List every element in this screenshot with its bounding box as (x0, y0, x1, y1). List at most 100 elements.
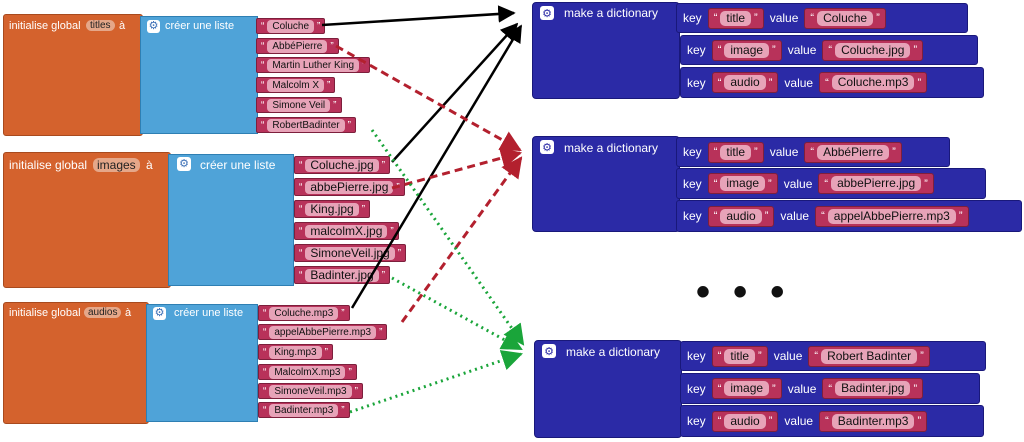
dictionary-pair[interactable]: key “audio” value “Badinter.mp3” (680, 405, 984, 437)
item-text: Coluche.mp3 (269, 306, 339, 320)
list-item[interactable]: “Badinter.mp3” (258, 402, 350, 418)
value-label: value (783, 176, 813, 191)
list-item[interactable]: “SimoneVeil.mp3” (258, 383, 363, 399)
key-text: audio (724, 75, 766, 90)
value-string[interactable]: “AbbéPierre” (804, 141, 902, 163)
key-text: audio (720, 208, 762, 224)
dictionary-pair[interactable]: key “image” value “abbePierre.jpg” (676, 168, 986, 199)
list-item[interactable]: “King.mp3” (258, 344, 333, 360)
item-text: MalcolmX.mp3 (269, 365, 346, 379)
item-text: RobertBadinter (267, 118, 345, 132)
dictionary-block[interactable] (532, 2, 680, 99)
list-item[interactable]: “appelAbbePierre.mp3” (258, 324, 388, 340)
value-string[interactable]: “Badinter.mp3” (819, 410, 928, 432)
key-string[interactable]: “title” (707, 141, 764, 163)
value-string[interactable]: “Coluche.mp3” (819, 72, 928, 93)
gear-icon[interactable]: ⚙ (153, 307, 166, 320)
value-text: AbbéPierre (817, 144, 890, 160)
key-string[interactable]: “title” (707, 7, 764, 29)
item-text: Simone Veil (267, 98, 331, 112)
create-list-block[interactable] (146, 304, 258, 422)
item-text: Coluche.jpg (305, 158, 379, 172)
item-text: AbbéPierre (267, 39, 328, 53)
list-item[interactable]: “MalcolmX.mp3” (258, 364, 357, 380)
dictionary-pair[interactable]: key “title” value “Coluche” (676, 3, 968, 33)
arrow-audio-to-dict1 (350, 24, 523, 309)
key-label: key (687, 349, 706, 363)
item-text: King.mp3 (269, 345, 322, 359)
key-string[interactable]: “audio” (707, 205, 775, 227)
key-label: key (683, 11, 702, 25)
dictionary-pair[interactable]: key “audio” value “appelAbbePierre.mp3” (676, 200, 1022, 232)
dictionary-pair[interactable]: key “image” value “Badinter.jpg” (680, 373, 980, 404)
value-string[interactable]: “Badinter.jpg” (822, 378, 924, 399)
value-string[interactable]: “Robert Badinter” (808, 345, 930, 367)
dictionary-label: make a dictionary (566, 345, 661, 359)
gear-icon[interactable]: ⚙ (540, 6, 554, 20)
gear-icon[interactable]: ⚙ (177, 157, 191, 171)
variable-name[interactable]: audios (84, 307, 122, 318)
list-item[interactable]: “Coluche” (256, 18, 326, 34)
create-list-block[interactable] (140, 16, 258, 134)
dictionary-block[interactable] (534, 340, 682, 438)
gear-icon[interactable]: ⚙ (147, 20, 160, 33)
init-global-block[interactable] (3, 302, 149, 424)
key-string[interactable]: “image” (711, 39, 782, 61)
list-item[interactable]: “Badinter.jpg” (294, 266, 391, 284)
create-list-label: créer une liste (200, 158, 276, 172)
list-item[interactable]: “SimoneVeil.jpg” (294, 244, 407, 262)
init-global-label: initialise global (9, 158, 88, 172)
item-text: Badinter.mp3 (269, 403, 339, 417)
value-label: value (784, 75, 814, 90)
key-string[interactable]: “audio” (711, 410, 779, 432)
key-label: key (683, 209, 702, 223)
variable-name[interactable]: images (93, 158, 140, 172)
create-list-block[interactable] (168, 154, 294, 286)
list-item[interactable]: “abbePierre.jpg” (294, 178, 405, 196)
key-string[interactable]: “audio” (711, 72, 779, 93)
key-string[interactable]: “image” (711, 378, 782, 399)
dictionary-pair[interactable]: key “audio” value “Coluche.mp3” (680, 67, 984, 98)
value-string[interactable]: “Coluche.jpg” (822, 39, 924, 61)
value-string[interactable]: “appelAbbePierre.mp3” (815, 205, 969, 227)
arrow-audio-to-dict3 (349, 350, 523, 414)
list-item[interactable]: “Coluche.mp3” (258, 305, 350, 321)
init-global-block[interactable] (3, 14, 143, 136)
gear-icon[interactable]: ⚙ (540, 140, 554, 154)
key-label: key (687, 414, 706, 428)
dictionary-label: make a dictionary (564, 141, 659, 155)
value-string[interactable]: “Coluche” (804, 7, 886, 29)
item-text: SimoneVeil.jpg (305, 246, 395, 260)
init-global-block[interactable] (3, 152, 171, 288)
key-text: audio (724, 413, 766, 429)
value-text: Coluche.jpg (835, 42, 911, 58)
key-text: image (724, 42, 770, 58)
key-text: title (724, 348, 756, 364)
list-item[interactable]: “Coluche.jpg” (294, 156, 391, 174)
dictionary-label: make a dictionary (564, 6, 659, 20)
variable-name[interactable]: titles (86, 20, 115, 31)
arrow-title-to-dict3 (370, 129, 525, 346)
value-text: abbePierre.jpg (831, 176, 922, 191)
value-text: Coluche.mp3 (831, 75, 915, 90)
list-item[interactable]: “RobertBadinter” (256, 117, 356, 133)
key-text: title (720, 10, 752, 26)
gear-icon[interactable]: ⚙ (542, 344, 556, 358)
list-item[interactable]: “King.jpg” (294, 200, 371, 218)
key-string[interactable]: “title” (711, 345, 768, 367)
key-label: key (683, 145, 702, 159)
arrow-image-to-dict3 (391, 276, 523, 351)
list-item[interactable]: “Malcolm X” (256, 77, 336, 93)
dictionary-pair[interactable]: key “title” value “AbbéPierre” (676, 137, 950, 167)
value-label: value (787, 43, 817, 57)
key-text: title (720, 144, 752, 160)
list-item[interactable]: “Simone Veil” (256, 97, 342, 113)
dictionary-pair[interactable]: key “title” value “Robert Badinter” (680, 341, 986, 371)
list-item[interactable]: “malcolmX.jpg” (294, 222, 399, 240)
value-text: Coluche (817, 10, 874, 26)
list-item[interactable]: “Martin Luther King” (256, 57, 371, 73)
value-string[interactable]: “abbePierre.jpg” (818, 173, 934, 194)
dictionary-pair[interactable]: key “image” value “Coluche.jpg” (680, 35, 978, 65)
key-string[interactable]: “image” (707, 173, 778, 194)
